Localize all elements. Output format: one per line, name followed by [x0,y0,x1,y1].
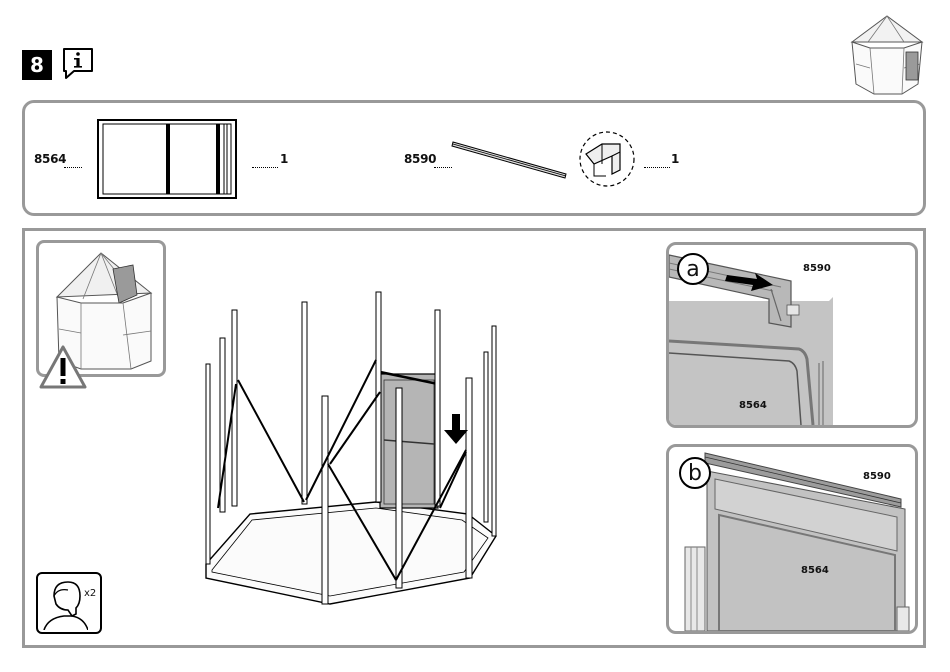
detail-b-label-8564: 8564 [801,565,829,576]
detail-b-letter: b [679,457,711,489]
warning-icon [38,344,88,390]
info-icon [60,45,96,81]
qty-8590-leader [644,167,670,168]
person-icon [42,578,88,630]
part-8590-qty: 1 [671,152,679,166]
qty-8564-leader [252,167,278,168]
person-count: x2 [84,588,96,599]
part-8564-label: 8564 [34,152,66,166]
detail-a-label-8590: 8590 [803,263,831,274]
step-number-badge: 8 [22,50,52,80]
part-8564-drawing [96,118,238,200]
profile-detail-drawing [576,130,638,188]
detail-b-label-8590: 8590 [863,471,891,482]
detail-a-letter: a [677,253,709,285]
frame-assembly-drawing [190,288,520,610]
detail-a-panel: a 8590 8564 [666,242,918,428]
part-8590-drawing [450,136,570,182]
person-count-box: x2 [36,572,102,634]
arrow-down-icon [444,414,468,444]
greenhouse-thumbnail [846,12,928,98]
detail-a-label-8564: 8564 [739,400,767,411]
part-8564-leader [64,167,82,168]
part-8564-qty: 1 [280,152,288,166]
detail-b-panel: b 8590 8564 [666,444,918,634]
part-8590-label: 8590 [404,152,436,166]
